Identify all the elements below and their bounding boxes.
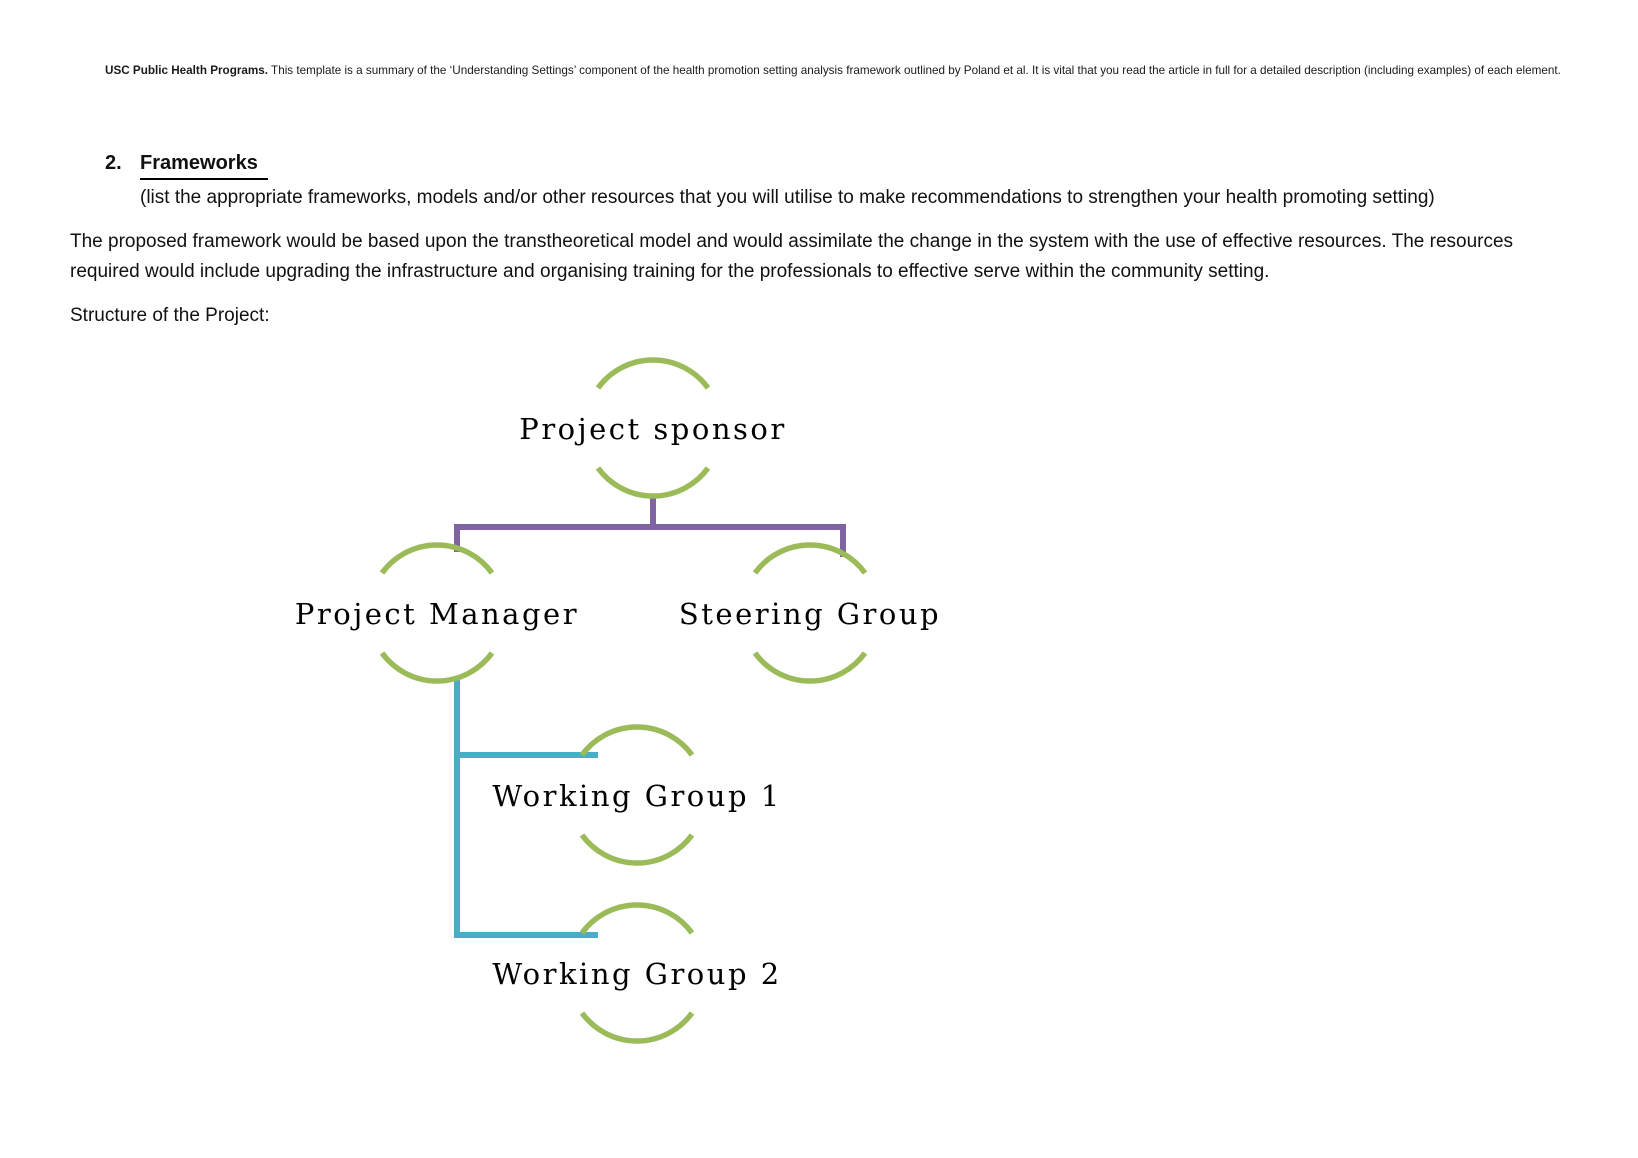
node-arcs-working-group-1 [579, 724, 695, 866]
framework-paragraph: The proposed framework would be based up… [70, 231, 1514, 282]
template-note-body: This template is a summary of the ‘Under… [268, 64, 1561, 77]
purple-connector [454, 496, 846, 557]
node-arcs-project-sponsor [595, 357, 711, 499]
structure-label: Structure of the Project: [70, 305, 270, 326]
node-label-project-manager: Project Manager [294, 597, 580, 631]
template-note: USC Public Health Programs. This templat… [105, 63, 1598, 78]
node-label-working-group-2: Working Group 2 [492, 957, 782, 991]
wg1-top-arc [579, 724, 695, 757]
section-heading: 2. Frameworks (list the appropriate fram… [105, 150, 1435, 211]
steering-top-arc [752, 542, 868, 575]
section-subtitle: (list the appropriate frameworks, models… [140, 187, 1435, 208]
node-arcs-project-manager [379, 542, 495, 684]
steering-bottom-arc [752, 651, 868, 684]
manager-top-arc [379, 542, 495, 575]
teal-connector [454, 676, 598, 938]
node-label-working-group-1: Working Group 1 [492, 779, 782, 813]
wg2-top-arc [579, 902, 695, 935]
node-arcs-working-group-2 [579, 902, 695, 1044]
sponsor-top-arc [595, 357, 711, 390]
green-arcs [379, 357, 868, 1044]
section-title: Frameworks [140, 150, 268, 180]
wg1-bottom-arc [579, 833, 695, 866]
template-note-lead: USC Public Health Programs. [105, 64, 269, 77]
sponsor-bottom-arc [595, 466, 711, 499]
node-arcs-steering-group [752, 542, 868, 684]
section-number: 2. [105, 152, 122, 174]
node-label-steering-group: Steering Group [678, 597, 942, 631]
node-label-project-sponsor: Project sponsor [519, 412, 787, 446]
manager-bottom-arc [379, 651, 495, 684]
wg2-bottom-arc [579, 1011, 695, 1044]
